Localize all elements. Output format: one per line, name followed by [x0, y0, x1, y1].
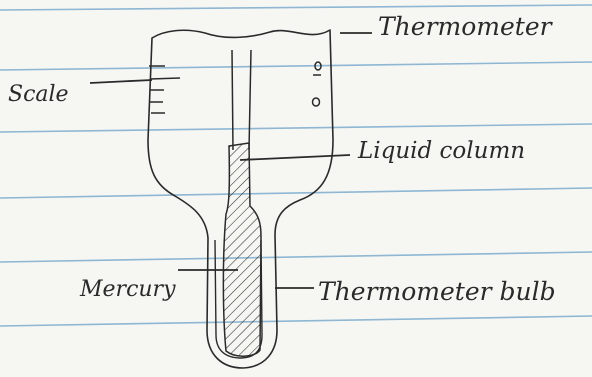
mercury-column: [223, 143, 261, 356]
label-thermometer-bulb: Thermometer bulb: [318, 277, 556, 306]
label-scale: Scale: [8, 82, 69, 107]
label-mercury: Mercury: [79, 277, 176, 302]
right-marks: [313, 62, 322, 106]
label-liquid-column: Liquid column: [357, 138, 525, 164]
capillary-tube: [232, 50, 251, 150]
label-thermometer: Thermometer: [378, 12, 554, 41]
liquid-column-leader: [240, 155, 350, 160]
scale-ticks: [149, 66, 180, 113]
scale-leader: [90, 80, 152, 83]
